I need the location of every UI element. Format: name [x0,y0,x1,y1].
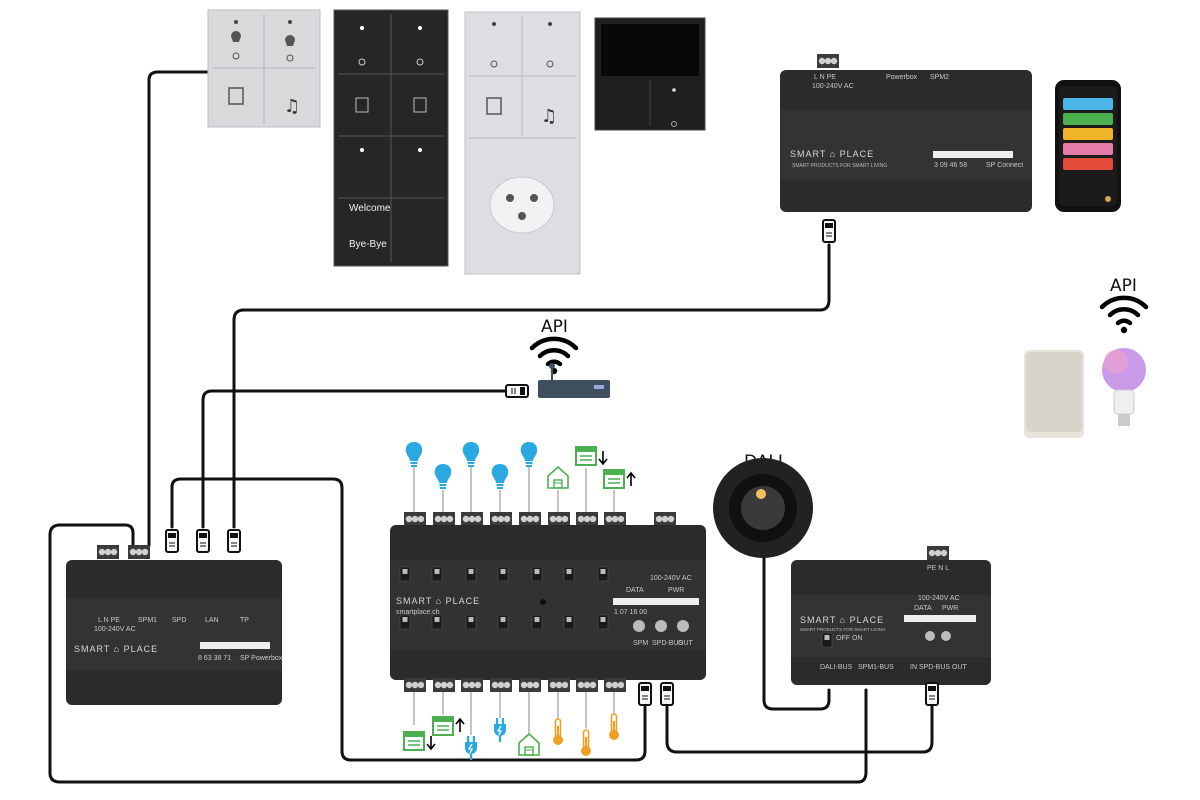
cable-powerbox-to-spconnect [232,243,831,529]
svg-text:DATA: DATA [626,587,644,594]
cable-actuator-to-dali [665,705,934,754]
svg-text:Powerbox: Powerbox [886,74,918,81]
api-label-router: API [541,317,568,337]
light-bulb-icon-3 [462,442,480,467]
sp-connect-logo: SMART ⌂ PLACE [790,149,874,159]
rj45-sp-connect [822,219,836,243]
wall-panel-touchscreen [594,17,706,131]
garage-icon-top [547,466,569,489]
wall-panel-light-2: ♫ [464,11,581,275]
cable-dali-light [762,538,831,711]
light-bulb-icon-1 [405,442,423,467]
cable-powerbox-to-actuator [170,477,647,762]
power-plug-icon-1 [464,735,478,761]
garage-icon-bottom [518,733,540,756]
svg-text:L N PE: L N PE [98,617,120,624]
router-device [538,363,610,398]
svg-text:SP Powerbox: SP Powerbox [240,655,283,662]
svg-text:100-240V AC: 100-240V AC [812,83,854,90]
cable-loop-bottom [48,523,868,784]
svg-text:DALI-BUS: DALI-BUS [820,664,853,671]
blind-up-icon-bottom [432,716,465,736]
svg-text:IN SPD-BUS OUT: IN SPD-BUS OUT [910,664,968,671]
svg-text:PWR: PWR [942,605,958,612]
svg-text:100-240V AC: 100-240V AC [650,575,692,582]
actuator-logo: SMART ⌂ PLACE [396,596,480,606]
smart-bulb [1102,348,1146,426]
blind-up-icon-top [603,469,636,489]
svg-text:DATA: DATA [914,605,932,612]
rj45-dali-1 [925,682,939,706]
svg-text:PWR: PWR [668,587,684,594]
svg-text:♫: ♫ [284,96,300,117]
svg-text:SMART PRODUCTS FOR SMART LIVIN: SMART PRODUCTS FOR SMART LIVING [800,627,886,632]
svg-text:♫: ♫ [541,106,557,127]
wifi-icon-devices [1102,298,1146,333]
svg-text:SMART PRODUCTS FOR SMART LIVIN: SMART PRODUCTS FOR SMART LIVING [792,163,887,169]
thermometer-icon-2 [580,729,592,757]
svg-text:3 09 46 58: 3 09 46 58 [934,162,967,169]
light-bulb-icon-5 [520,442,538,467]
rj45-actuator-2 [660,682,674,706]
svg-text:8 63 38 71: 8 63 38 71 [198,655,231,662]
svg-text:LAN: LAN [205,617,219,624]
cable-powerbox-to-router [201,389,510,529]
svg-text:SPM2: SPM2 [930,74,949,81]
svg-text:OUT: OUT [678,640,694,647]
api-label-devices: API [1110,276,1137,296]
smartphone-app [1055,80,1121,212]
svg-text:100-240V AC: 100-240V AC [918,595,960,602]
dali-module: PE N L 100-240V AC DATA PWR SMART ⌂ PLAC… [791,546,991,685]
svg-text:PE N L: PE N L [927,565,949,572]
svg-text:SPD-BUS: SPD-BUS [652,640,683,647]
sp-powerbox-module: L N PE 100-240V AC SPM1 SPD LAN TP SMART… [66,545,283,705]
blind-down-icon-top [575,446,608,466]
rj45-powerbox-1 [165,529,179,553]
svg-text:SPM1: SPM1 [138,617,157,624]
dali-module-logo: SMART ⌂ PLACE [800,615,884,625]
sp-connect-module: L N PE 100-240V AC Powerbox SPM2 SMART ⌂… [780,54,1032,212]
svg-text:OFF ON: OFF ON [836,635,862,642]
welcome-label: Welcome [349,203,391,214]
svg-text:1 07 16 00: 1 07 16 00 [614,609,647,616]
socket [489,176,555,234]
rj45-actuator-1 [638,682,652,706]
light-bulb-icon-2 [434,464,452,489]
svg-text:SP Connect: SP Connect [986,162,1023,169]
actuator-connector-leads-top [413,466,615,512]
svg-text:SPM1-BUS: SPM1-BUS [858,664,894,671]
wall-panel-light-1: ♫ [207,9,321,128]
bye-bye-label: Bye-Bye [349,239,387,250]
actuator-module: 100-240V AC DATA PWR SMART ⌂ PLACE smart… [390,512,706,692]
smart-speaker [1024,350,1084,438]
svg-text:100-240V AC: 100-240V AC [94,626,136,633]
svg-text:L N PE: L N PE [814,74,836,81]
thermometer-icon-1 [552,718,564,746]
svg-text:TP: TP [240,617,249,624]
sp-powerbox-logo: SMART ⌂ PLACE [74,644,158,654]
power-plug-icon-2 [493,717,507,743]
cable-panels-to-powerbox [147,70,217,547]
blind-down-icon-bottom [403,731,436,751]
thermometer-icon-3 [608,713,620,741]
rj45-powerbox-2 [196,529,210,553]
cables [48,70,934,784]
dali-downlight [713,458,813,558]
wall-panel-dark-large: Welcome Bye-Bye [333,9,449,267]
svg-text:SPM: SPM [633,640,648,647]
svg-text:SPD: SPD [172,617,186,624]
svg-text:smartplace.ch: smartplace.ch [396,609,440,616]
wifi-icon-router [532,339,576,374]
rj45-router [505,384,529,398]
light-bulb-icon-4 [491,464,509,489]
rj45-powerbox-3 [227,529,241,553]
